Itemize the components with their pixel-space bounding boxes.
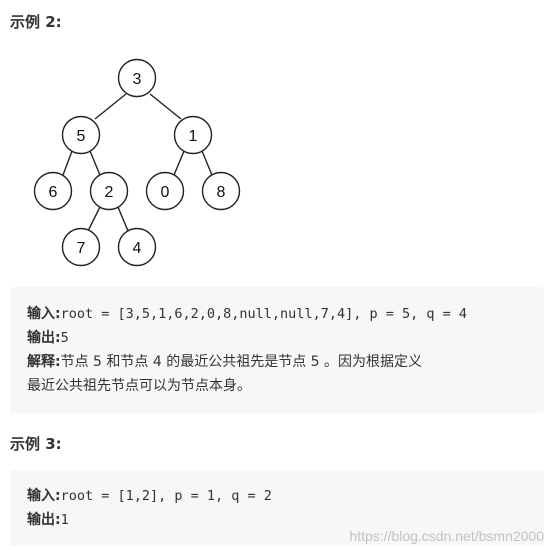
edge-1-8 [201,150,213,176]
tree-node-label: 0 [161,184,170,201]
input-label: 输入: [27,488,61,504]
output-line: 输出:1 [27,508,544,532]
binary-tree-diagram: 3 5 1 6 2 0 8 7 4 [33,58,241,267]
tree-node-label: 6 [49,184,58,201]
explanation-label: 解释: [27,354,61,370]
tree-node-label: 2 [105,184,114,201]
output-label: 输出: [27,512,61,528]
example-2-heading: 示例 2: [10,13,62,31]
tree-node-label: 7 [77,240,86,257]
explanation-line: 解释:节点 5 和节点 4 的最近公共祖先是节点 5 。因为根据定义 [27,350,544,374]
input-line: 输入:root = [3,5,1,6,2,0,8,null,null,7,4],… [27,302,544,326]
explanation-text-2: 最近公共祖先节点可以为节点本身。 [27,378,251,394]
tree-node-label: 5 [77,128,86,145]
input-label: 输入: [27,306,61,322]
edge-1-0 [173,150,185,176]
explanation-line-2: 最近公共祖先节点可以为节点本身。 [27,374,544,398]
tree-node-label: 4 [133,240,142,257]
edge-5-6 [62,150,73,176]
explanation-text: 节点 5 和节点 4 的最近公共祖先是节点 5 。因为根据定义 [60,354,423,370]
output-label: 输出: [27,330,61,346]
input-line: 输入:root = [1,2], p = 1, q = 2 [27,484,544,508]
tree-node-label: 8 [217,184,226,201]
tree-node: 4 [117,227,157,267]
tree-node-label: 3 [133,71,142,88]
tree-node: 6 [33,171,73,211]
output-line: 输出:5 [27,326,544,350]
input-value: root = [3,5,1,6,2,0,8,null,null,7,4], p … [60,306,467,322]
example-3-heading: 示例 3: [10,435,62,453]
tree-node-label: 1 [189,128,198,145]
tree-node: 0 [145,171,185,211]
output-value: 1 [60,512,69,528]
tree-node: 7 [61,227,101,267]
input-value: root = [1,2], p = 1, q = 2 [60,488,272,504]
edge-3-5 [94,93,127,120]
watermark: https://blog.csdn.net/bsmn2000 [349,528,544,544]
tree-node: 3 [117,58,157,98]
output-value: 5 [60,330,69,346]
edge-2-7 [87,206,101,232]
edge-2-4 [117,206,129,232]
tree-node: 5 [61,115,101,155]
tree-node: 2 [89,171,129,211]
example-2-code-block: 输入:root = [3,5,1,6,2,0,8,null,null,7,4],… [10,287,544,413]
edge-5-2 [89,150,101,176]
edge-3-1 [149,93,182,120]
example-3-code-block: 输入:root = [1,2], p = 1, q = 2 输出:1 [10,470,544,546]
tree-node: 8 [201,171,241,211]
tree-node: 1 [173,115,213,155]
